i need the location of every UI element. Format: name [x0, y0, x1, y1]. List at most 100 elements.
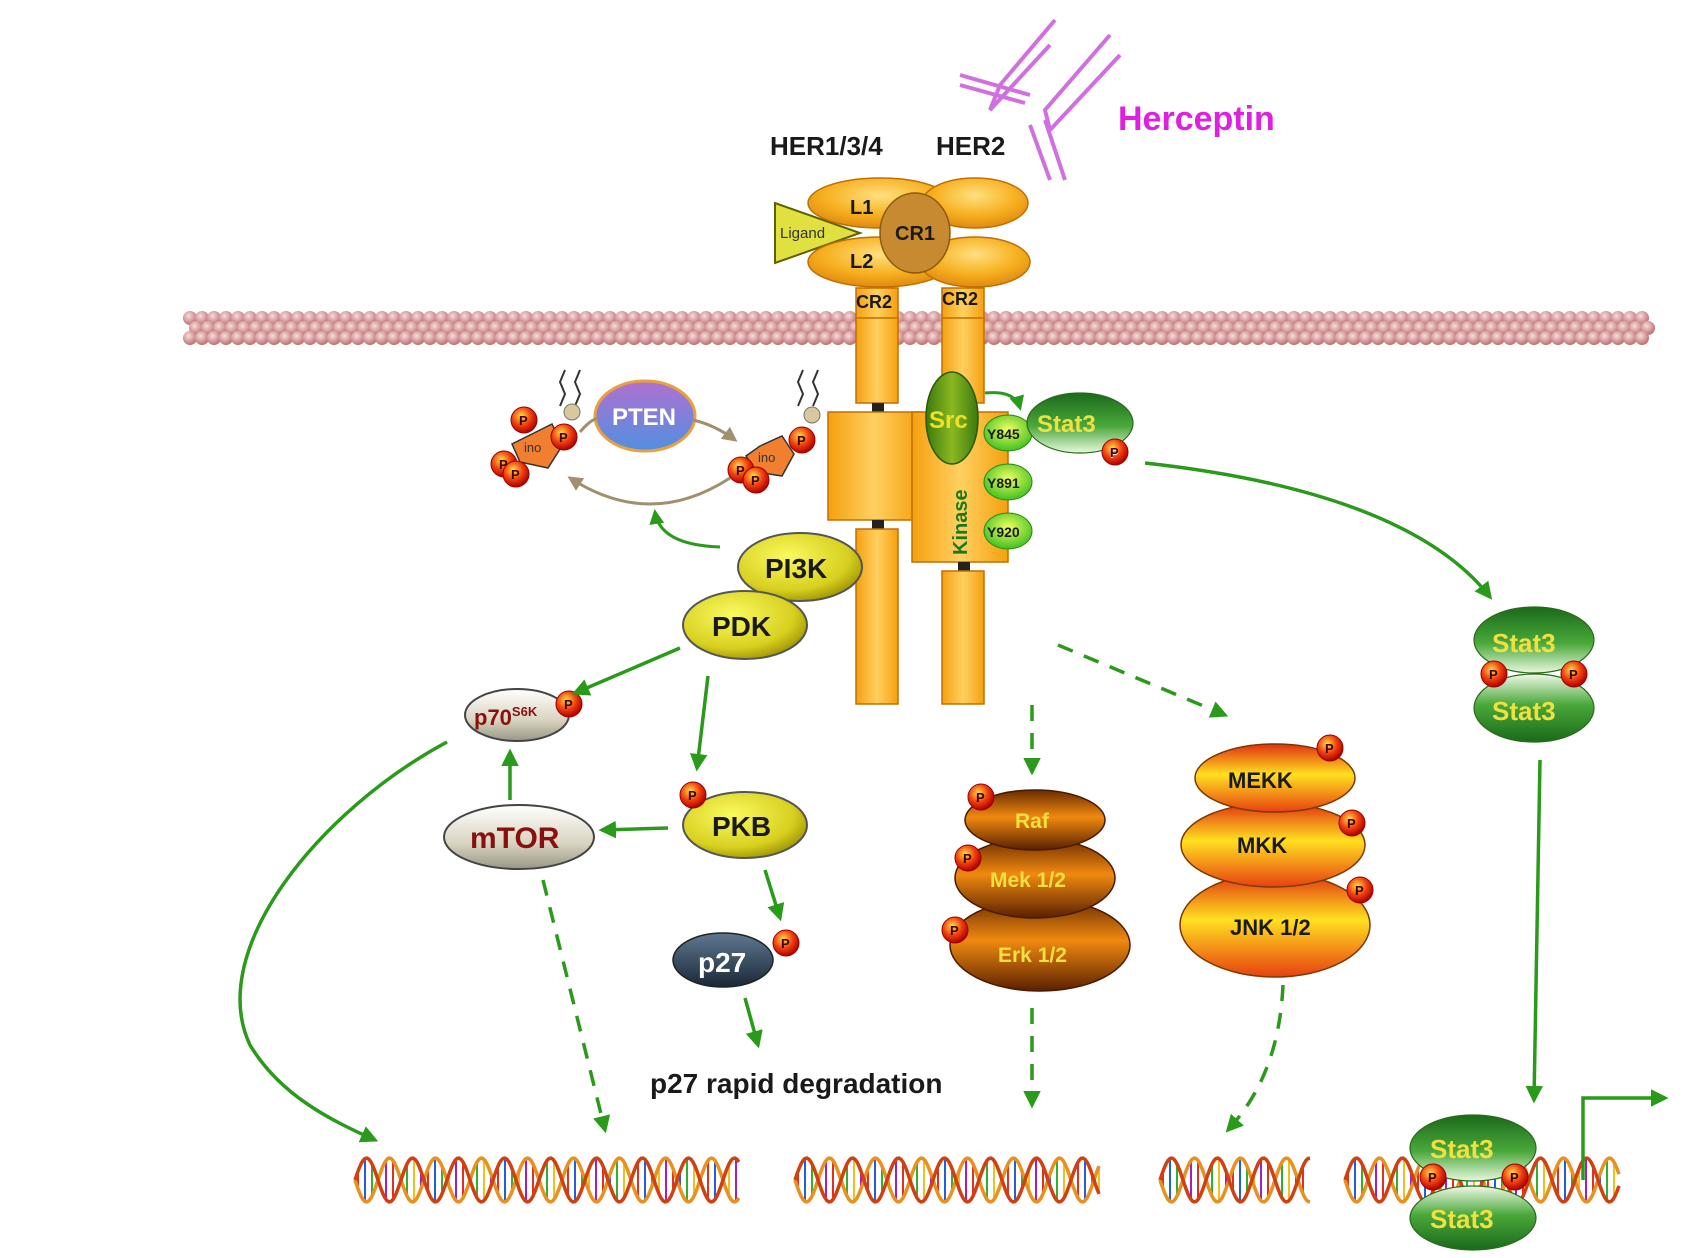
src-label: Src	[929, 407, 968, 434]
membrane-bead	[1311, 331, 1325, 345]
membrane-bead	[1383, 331, 1397, 345]
membrane-bead	[1083, 331, 1097, 345]
membrane-bead	[735, 331, 749, 345]
phospho-label: P	[950, 923, 959, 938]
membrane-bead	[711, 331, 725, 345]
membrane-bead	[315, 331, 329, 345]
mek-label: Mek 1/2	[990, 869, 1066, 892]
jnk-label: JNK 1/2	[1230, 915, 1311, 940]
membrane-bead	[1587, 331, 1601, 345]
mtor-label: mTOR	[470, 822, 560, 855]
dna-backbone	[1158, 1156, 1311, 1204]
membrane-bead	[843, 331, 857, 345]
membrane-bead	[579, 331, 593, 345]
pathway-arrows	[238, 461, 1543, 1143]
membrane-bead	[1407, 331, 1421, 345]
phospho-label: P	[559, 430, 568, 445]
membrane-bead	[915, 331, 929, 345]
membrane-bead	[639, 331, 653, 345]
membrane-bead	[663, 331, 677, 345]
phospho-label: P	[976, 790, 985, 805]
membrane-bead	[903, 331, 917, 345]
membrane-bead	[1443, 331, 1457, 345]
membrane-bead	[195, 331, 209, 345]
membrane-bead	[1167, 331, 1181, 345]
phospho-label: P	[751, 473, 760, 488]
membrane-bead	[699, 331, 713, 345]
membrane-bead	[183, 331, 197, 345]
pi3k-label: PI3K	[765, 553, 827, 584]
stat3-dna-bound: Stat3 Stat3	[1409, 1114, 1537, 1251]
membrane-bead	[327, 331, 341, 345]
y845-label: Y845	[987, 426, 1020, 442]
membrane-bead	[1047, 331, 1061, 345]
membrane-bead	[651, 331, 665, 345]
membrane-bead	[339, 331, 353, 345]
membrane-bead	[303, 331, 317, 345]
phospho-label: P	[1347, 816, 1356, 831]
membrane-bead	[1599, 331, 1613, 345]
membrane-bead	[1551, 331, 1565, 345]
ligand-label: Ligand	[780, 225, 825, 242]
her134-label: HER1/3/4	[770, 131, 883, 161]
membrane-bead	[555, 331, 569, 345]
membrane-bead	[1131, 331, 1145, 345]
phospho-label: P	[1110, 445, 1119, 460]
dna-backbone	[793, 1156, 1101, 1204]
pkb-label: PKB	[712, 811, 771, 842]
membrane-bead	[1455, 331, 1469, 345]
membrane-bead	[1203, 331, 1217, 345]
membrane-bead	[1359, 331, 1373, 345]
dna-backbone	[1343, 1156, 1621, 1204]
membrane-bead	[1611, 331, 1625, 345]
membrane-bead	[1527, 331, 1541, 345]
membrane-bead	[819, 331, 833, 345]
membrane-bead	[1419, 331, 1433, 345]
membrane-bead	[795, 331, 809, 345]
dna-backbone	[1158, 1156, 1311, 1204]
membrane-bead	[471, 331, 485, 345]
phospho-label: P	[499, 457, 508, 472]
transcription-arrow	[1581, 1089, 1669, 1180]
membrane-bead	[423, 331, 437, 345]
stat3-top-label: Stat3	[1037, 411, 1096, 438]
membrane-bead	[747, 331, 761, 345]
membrane-bead	[1023, 331, 1037, 345]
p27-label: p27	[698, 947, 746, 978]
stat3-monomer	[1026, 392, 1134, 454]
pathway-dashed-arrows	[541, 643, 1285, 1134]
membrane-bead	[1011, 331, 1025, 345]
dna-backbone	[353, 1156, 741, 1204]
membrane-bead	[399, 331, 413, 345]
phospho-label: P	[1325, 741, 1334, 756]
membrane-bead	[243, 331, 257, 345]
her2-label: HER2	[936, 131, 1005, 161]
membrane-bead	[411, 331, 425, 345]
cell-membrane	[183, 311, 1655, 345]
membrane-bead	[1143, 331, 1157, 345]
membrane-bead	[1335, 331, 1349, 345]
phospho-label: P	[1510, 1170, 1519, 1185]
membrane-bead	[807, 331, 821, 345]
receptor-intracellular: Src Kinase Y845 Y891 Y920	[827, 317, 1033, 705]
membrane-bead	[1059, 331, 1073, 345]
membrane-bead	[531, 331, 545, 345]
phospho-label: P	[963, 851, 972, 866]
membrane-bead	[771, 331, 785, 345]
p70-label: p70S6K	[474, 704, 538, 730]
herceptin-label: Herceptin	[1118, 100, 1275, 138]
phospho-label: P	[736, 463, 745, 478]
membrane-bead	[987, 331, 1001, 345]
kinase-label: Kinase	[950, 489, 972, 555]
stat3-dimer-top-label: Stat3	[1492, 628, 1556, 658]
membrane-bead	[627, 331, 641, 345]
stat3-dimer-bottom-label: Stat3	[1492, 696, 1556, 726]
membrane-bead	[1299, 331, 1313, 345]
membrane-bead	[291, 331, 305, 345]
membrane-bead	[1239, 331, 1253, 345]
stat3-dimer: Stat3 Stat3	[1473, 606, 1595, 743]
y891-label: Y891	[987, 475, 1020, 491]
membrane-bead	[207, 331, 221, 345]
membrane-bead	[687, 331, 701, 345]
